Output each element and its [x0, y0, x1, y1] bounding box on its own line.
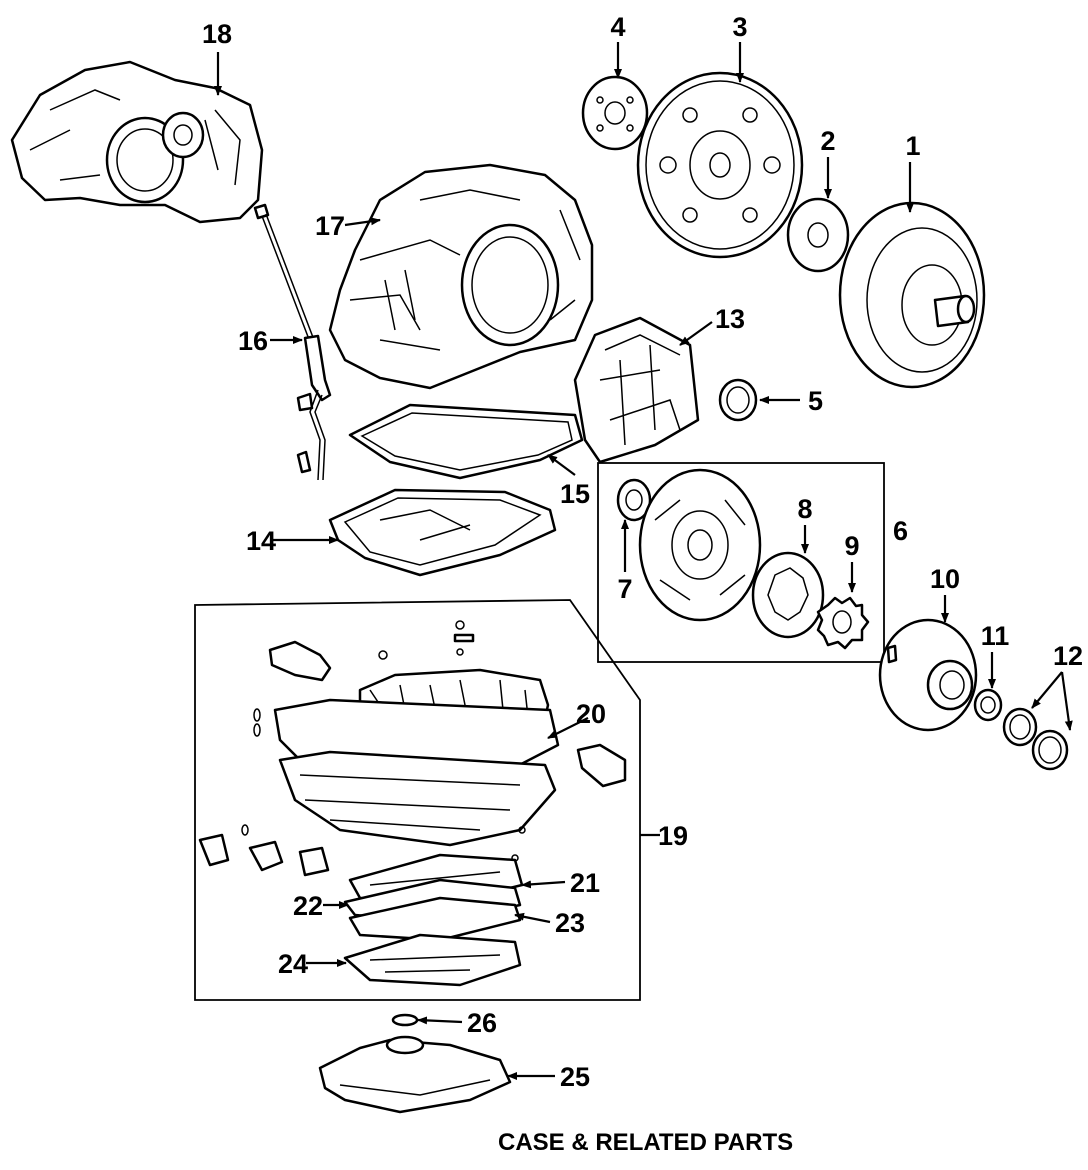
callout-14: 14 [246, 526, 276, 556]
callout-4: 4 [610, 12, 625, 42]
callout-19: 19 [658, 821, 688, 851]
valve-small-parts [198, 620, 627, 877]
part-6-oil-pump-body [638, 468, 762, 622]
part-4-spacer-plate [581, 75, 649, 151]
part-25-oil-strainer [318, 1035, 512, 1114]
part-11-ring [973, 688, 1003, 722]
part-9-drive-gear [816, 596, 870, 650]
callout-16: 16 [238, 326, 268, 356]
part-8-driven-gear [751, 551, 825, 639]
group-19-box [194, 599, 641, 1001]
callout-17: 17 [315, 211, 345, 241]
callout-21: 21 [570, 868, 600, 898]
diagram-caption: CASE & RELATED PARTS [498, 1129, 793, 1156]
callout-10: 10 [930, 564, 960, 594]
callout-22: 22 [293, 891, 323, 921]
part-3-drive-plate [636, 71, 804, 259]
part-18-transaxle-housing [10, 60, 264, 224]
leader-lines [214, 42, 1073, 1080]
part-24-lower-valve-body [343, 933, 522, 987]
callout-9: 9 [844, 531, 859, 561]
callout-11: 11 [981, 621, 1010, 651]
part-1-torque-converter [838, 201, 986, 389]
part-7-bushing [616, 478, 652, 522]
callout-6: 6 [893, 516, 908, 546]
group-6-box [597, 462, 885, 663]
part-2-spacer [786, 197, 850, 273]
callout-18: 18 [202, 19, 232, 49]
part-26-o-ring [391, 1013, 419, 1027]
part-16-dipstick [253, 203, 332, 481]
part-13-case-cover [573, 316, 700, 464]
part-14-oil-pan [328, 488, 557, 577]
callout-8: 8 [797, 494, 812, 524]
callout-24: 24 [278, 949, 308, 979]
callout-3: 3 [732, 12, 747, 42]
callout-26: 26 [467, 1008, 497, 1038]
callout-23: 23 [555, 908, 585, 938]
callout-13: 13 [715, 304, 745, 334]
callout-7: 7 [617, 574, 632, 604]
callout-5: 5 [808, 386, 823, 416]
callout-12: 12 [1053, 641, 1083, 671]
callout-20: 20 [576, 699, 606, 729]
part-15-pan-gasket [348, 403, 584, 480]
part-20-valve-body [273, 668, 560, 847]
part-5-oil-seal [718, 378, 758, 422]
callout-15: 15 [560, 479, 590, 509]
part-17-transaxle-case [328, 163, 594, 390]
callout-labels: 1 2 3 4 5 6 7 8 9 10 11 12 13 14 15 16 1… [202, 12, 1083, 1092]
part-12-seal-rings [1002, 707, 1069, 771]
part-10-pump-assembly [878, 618, 978, 732]
callout-25: 25 [560, 1062, 590, 1092]
callout-1: 1 [905, 131, 920, 161]
callout-2: 2 [820, 126, 835, 156]
